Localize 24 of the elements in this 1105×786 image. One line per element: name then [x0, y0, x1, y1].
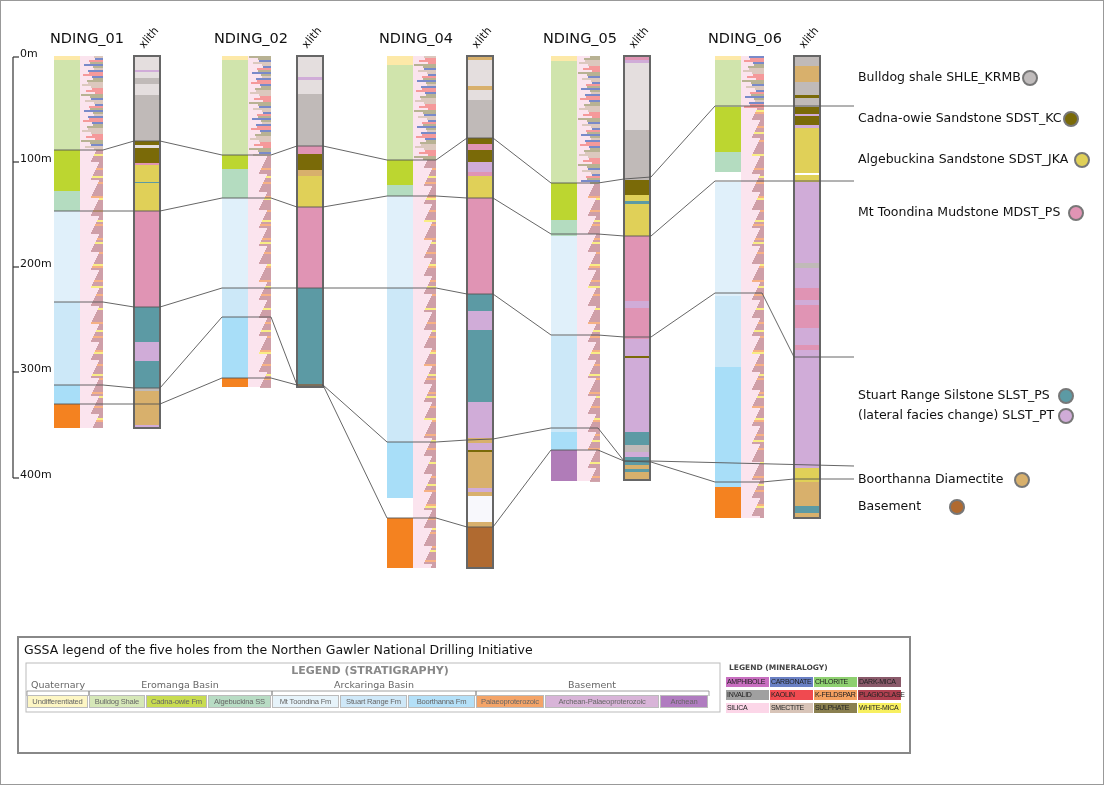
well-name: NDING_01	[50, 30, 125, 46]
well-name: NDING_06	[708, 30, 783, 46]
group-header: Quaternary	[31, 679, 85, 690]
depth-label: 100m	[20, 152, 52, 165]
legend-label: Stuart Range Silstone SLST_PS	[858, 387, 1050, 402]
group-header: Arckaringa Basin	[334, 679, 414, 690]
legend-label: Cadna-owie Sandstone SDST_KC	[858, 110, 1062, 125]
legend-label: (lateral facies change) SLST_PT	[858, 407, 1055, 422]
depth-label: 200m	[20, 257, 52, 270]
legend-label: Boorthanna Diamectite	[858, 471, 1004, 486]
legend-title: LEGEND (STRATIGRAPHY)	[291, 664, 449, 677]
legend-label: Algebuckina Sandstone SDST_JKA	[858, 151, 1069, 166]
panel-title: GSSA legend of the five holes from the Northen Gawler National Drilling Initiative	[24, 642, 533, 657]
depth-label: 0m	[20, 47, 38, 60]
depth-label: 400m	[20, 468, 52, 481]
group-header: Eromanga Basin	[141, 679, 219, 690]
legend-label: Bulldog shale SHLE_KRMB	[858, 69, 1021, 84]
well-name: NDING_04	[379, 30, 454, 46]
depth-label: 300m	[20, 362, 52, 375]
legend-label: Mt Toondina Mudstone MDST_PS	[858, 204, 1061, 219]
legend-label: Basement	[858, 498, 922, 513]
group-header: Basement	[568, 679, 616, 690]
well-name: NDING_02	[214, 30, 289, 46]
well-name: NDING_05	[543, 30, 618, 46]
